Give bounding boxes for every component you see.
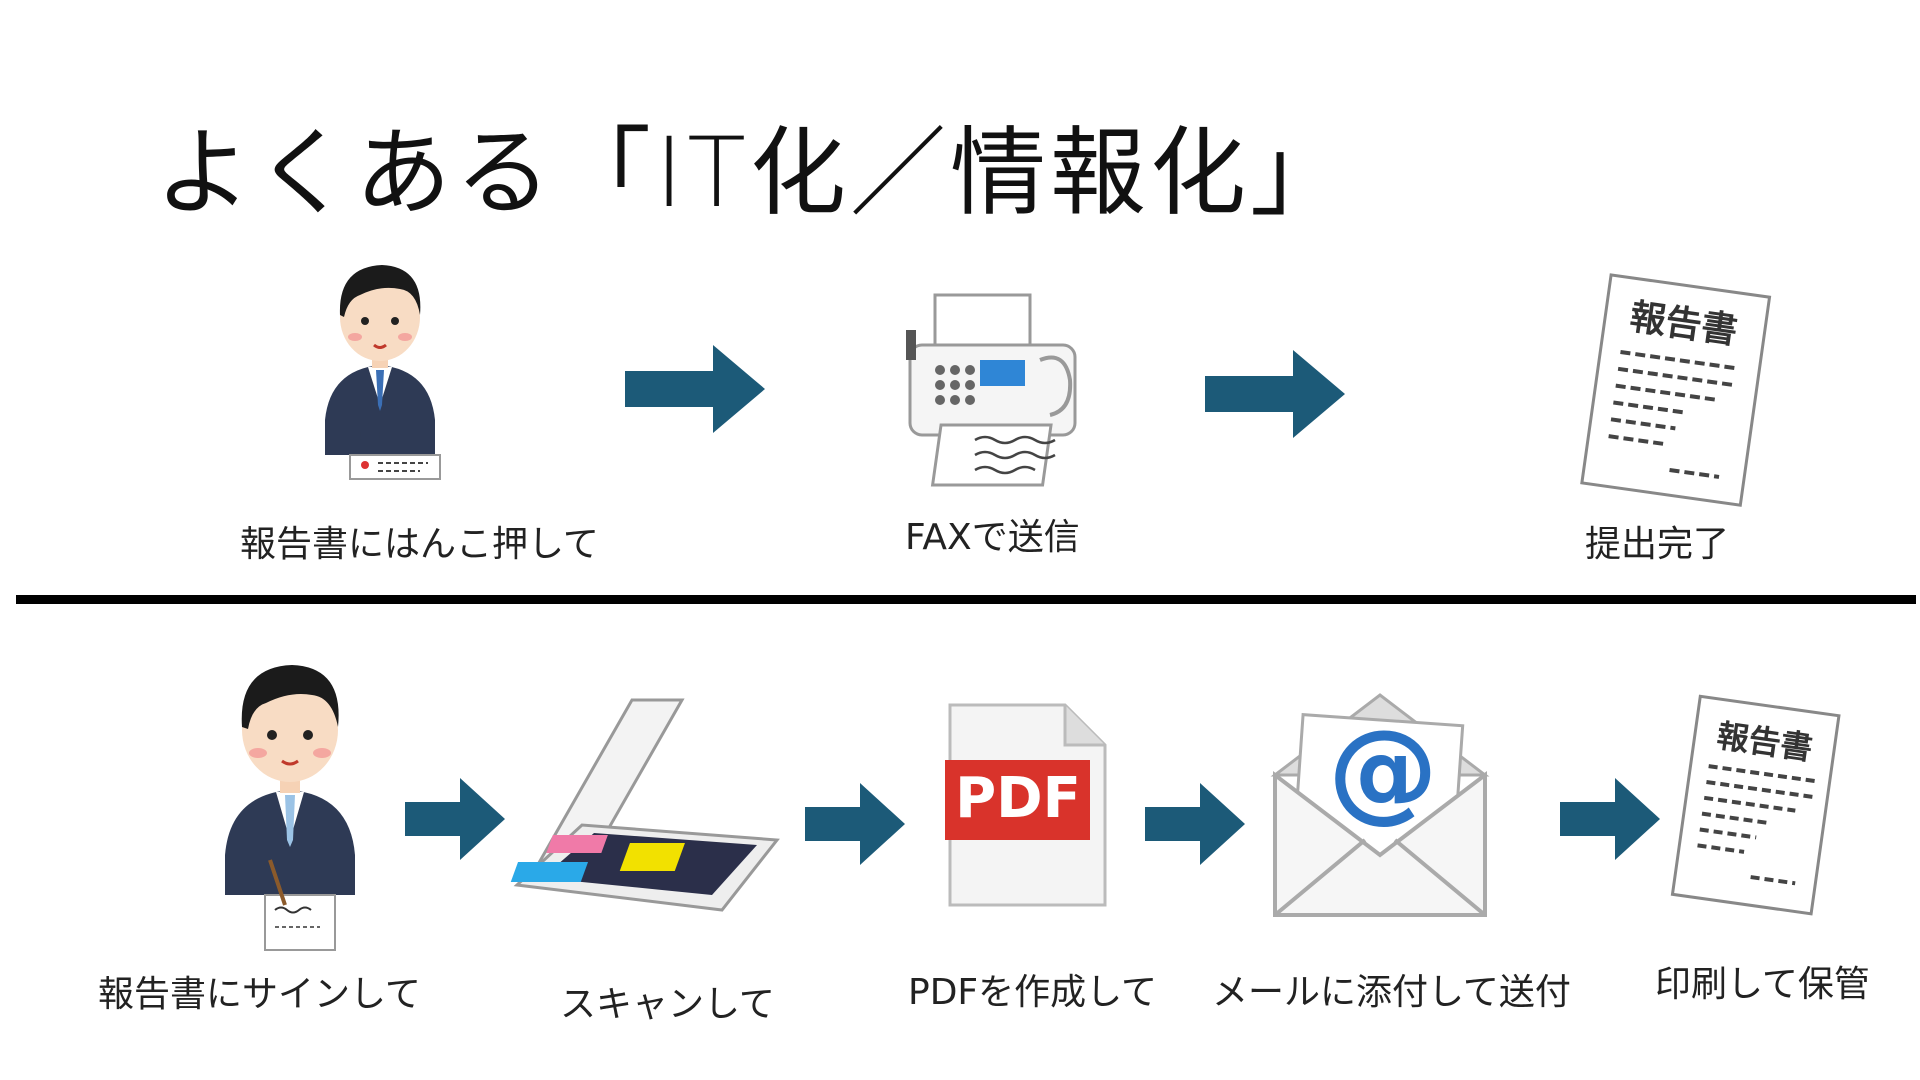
fax-machine-icon <box>900 290 1090 490</box>
right-arrow-icon <box>1205 350 1345 438</box>
right-arrow-icon <box>805 783 905 865</box>
report-document-icon: 報告書 <box>1655 694 1855 925</box>
section-divider <box>16 595 1916 604</box>
right-arrow-icon <box>405 778 505 860</box>
pdf-file-icon: PDF <box>945 700 1110 910</box>
page-title: よくある「IT化／情報化」 <box>155 117 1350 229</box>
pdf-badge-text: PDF <box>955 766 1081 831</box>
right-arrow-icon <box>625 345 765 433</box>
caption-print-store: 印刷して保管 <box>1655 964 1870 1005</box>
at-symbol: @ <box>1328 706 1438 834</box>
caption-create-pdf: PDFを作成して <box>908 972 1158 1013</box>
scanner-icon <box>510 698 782 915</box>
report-document-icon: 報告書 <box>1570 273 1780 515</box>
caption-email-attach: メールに添付して送付 <box>1212 972 1571 1013</box>
right-arrow-icon <box>1560 778 1660 860</box>
caption-submit-complete: 提出完了 <box>1585 524 1730 565</box>
caption-stamp-report: 報告書にはんこ押して <box>240 524 599 565</box>
businessman-stamping-icon <box>320 255 441 485</box>
right-arrow-icon <box>1145 783 1245 865</box>
caption-sign-report: 報告書にサインして <box>98 974 421 1015</box>
email-envelope-icon: @ <box>1270 690 1490 920</box>
caption-scan: スキャンして <box>560 984 775 1025</box>
businessman-signing-icon <box>220 655 360 955</box>
caption-fax-send: FAXで送信 <box>905 517 1080 558</box>
